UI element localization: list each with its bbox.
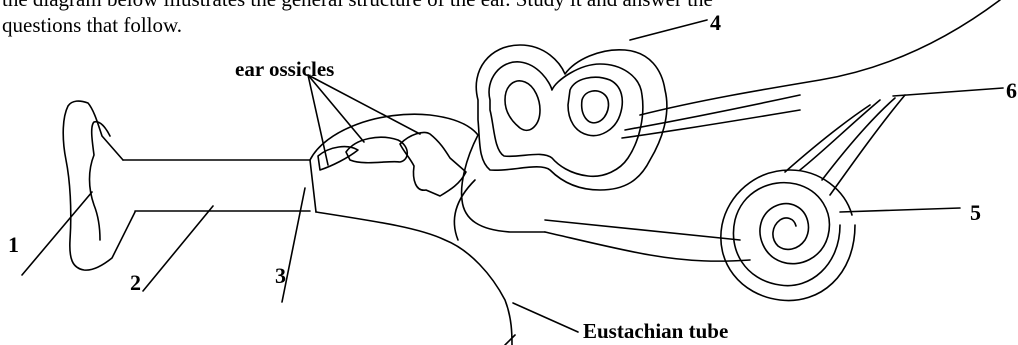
label-2: 2 <box>130 270 141 295</box>
auditory-nerve <box>622 0 1000 138</box>
label-eustachian: Eustachian tube <box>583 319 728 343</box>
middle-ear <box>310 114 512 345</box>
label-pointers <box>22 20 1003 345</box>
pinna <box>63 101 135 270</box>
ossicles-pointers <box>308 75 420 165</box>
label-5: 5 <box>970 200 981 225</box>
pointer-eustachian-2 <box>505 335 515 345</box>
cochlea <box>721 170 855 301</box>
cochlear-nerve <box>785 95 905 195</box>
label-4: 4 <box>710 10 721 35</box>
label-6: 6 <box>1006 78 1017 103</box>
ossicles <box>318 132 466 196</box>
label-1: 1 <box>8 232 19 257</box>
pointer-6 <box>893 88 1003 96</box>
pointer-2 <box>143 206 213 291</box>
label-3: 3 <box>275 263 286 288</box>
semicircular-canals <box>454 45 750 261</box>
pointer-eustachian <box>513 303 578 332</box>
pointer-5 <box>840 208 960 212</box>
label-ossicles: ear ossicles <box>235 57 334 81</box>
pointer-4 <box>630 20 707 40</box>
ear-canal <box>123 160 310 211</box>
pointer-1 <box>22 192 92 275</box>
